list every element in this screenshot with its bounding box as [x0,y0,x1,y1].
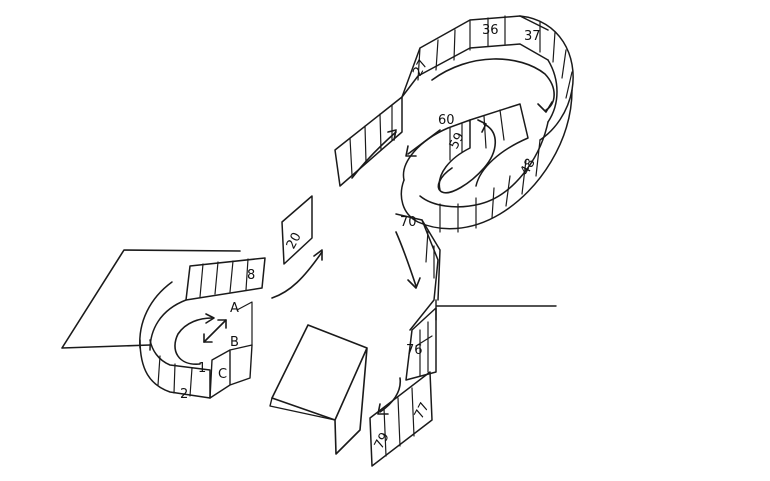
arrow-up-entry [351,131,397,179]
label-27: 27 [410,57,431,79]
label-b: B [230,335,239,350]
loop-arrow-inner [437,123,497,194]
label-48: 48 [518,156,539,178]
label-c: C [218,367,227,382]
label-a: A [230,301,239,316]
lower-right-shelf [369,213,441,467]
left-diagonal-arrow [203,319,227,343]
label-60: 60 [438,113,455,128]
central-display-box [269,324,368,455]
arrow-76-77 [379,377,402,413]
top-loop-shelf [334,15,574,233]
label-76: 76 [406,343,423,358]
right-floor-line [435,299,557,321]
label-70: 70 [400,215,417,230]
label-1: 1 [198,361,206,376]
left-curved-shelf [139,257,266,399]
label-20: 20 [284,230,305,252]
label-8: 8 [247,268,255,283]
arrow-70-down [395,231,417,287]
label-2: 2 [180,387,188,402]
loop-arrow-top [431,58,555,111]
label-36: 36 [482,23,499,38]
arrow-60 [407,129,441,155]
label-37: 37 [524,29,541,44]
left-curve-arrow [174,317,213,365]
left-floor-outline [61,249,241,349]
panel-20 [281,195,313,265]
label-79: 79 [372,430,393,452]
label-59: 59 [447,130,468,152]
arrow-to-20 [271,251,323,299]
label-77: 77 [412,400,433,422]
